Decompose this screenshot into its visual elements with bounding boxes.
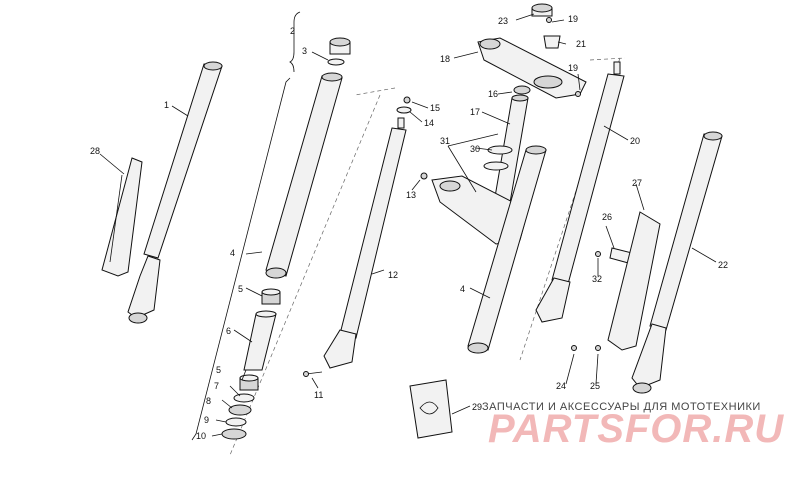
screw-19-right (575, 91, 581, 97)
fork-guard-left (101, 157, 143, 277)
bolt-13 (420, 172, 428, 180)
bolt-11 (303, 371, 323, 377)
fork-leg-right (631, 131, 723, 394)
clip-9 (225, 417, 247, 427)
leader-lines (99, 13, 717, 437)
callout-2: 2 (290, 26, 295, 36)
callout-17: 17 (470, 107, 480, 117)
washer-7 (233, 393, 255, 403)
screw-19-top (546, 17, 552, 23)
callout-9: 9 (204, 415, 209, 425)
callout-18: 18 (440, 54, 450, 64)
callout-19-right: 19 (568, 63, 578, 73)
callout-12: 12 (388, 270, 398, 280)
bushing-top (261, 288, 281, 305)
guide-dash-right2 (589, 57, 626, 61)
fork-leg-inner (323, 117, 407, 369)
callout-32: 32 (592, 274, 602, 284)
guide-dash-mid (354, 87, 396, 96)
screw-24 (571, 345, 577, 351)
watermark-logo: PARTSFOR.RU (488, 407, 784, 451)
callout-3: 3 (302, 46, 307, 56)
callout-23: 23 (498, 16, 508, 26)
callout-14: 14 (424, 118, 434, 128)
nut-16 (513, 85, 531, 95)
callout-16: 16 (488, 89, 498, 99)
callout-4-right: 4 (460, 284, 465, 294)
callout-7: 7 (214, 381, 219, 391)
fork-cap (329, 37, 351, 55)
sticker-29 (409, 379, 453, 439)
callout-25: 25 (590, 381, 600, 391)
fork-tube-left (265, 72, 343, 279)
callout-20: 20 (630, 136, 640, 146)
watermark: ЗАПЧАСТИ И АКСЕССУАРЫ ДЛЯ МОТОТЕХНИКИ PA… (482, 401, 784, 451)
bracket-4 (191, 77, 291, 441)
screw-15 (403, 96, 411, 104)
callout-30: 30 (470, 144, 480, 154)
fork-leg-right-inner (535, 61, 625, 323)
callout-8: 8 (206, 396, 211, 406)
clamp-21 (543, 35, 561, 49)
callout-24: 24 (556, 381, 566, 391)
callout-5-top: 5 (238, 284, 243, 294)
callout-11: 11 (314, 390, 323, 400)
fork-tube-right (467, 145, 547, 354)
fork-guard-right (607, 211, 661, 351)
callout-labels: 1 2 3 4 5 6 5 7 8 9 10 11 12 13 14 15 16… (90, 14, 728, 441)
screw-25 (595, 345, 601, 351)
o-ring-3 (327, 58, 345, 66)
callout-21: 21 (576, 39, 586, 49)
spacer-tube (243, 310, 277, 371)
callout-15: 15 (430, 103, 440, 113)
callout-19-top: 19 (568, 14, 578, 24)
callout-5-bottom: 5 (216, 365, 221, 375)
callout-27: 27 (632, 178, 642, 188)
seal-8 (228, 404, 252, 416)
screw-32 (595, 251, 601, 257)
fork-leg-left (127, 61, 223, 324)
callout-29: 29 (472, 402, 482, 412)
dust-seal-10 (221, 428, 247, 440)
watermark-subtitle: ЗАПЧАСТИ И АКСЕССУАРЫ ДЛЯ МОТОТЕХНИКИ (482, 401, 761, 413)
callout-28: 28 (90, 146, 100, 156)
cap-23 (531, 3, 553, 17)
callout-22: 22 (718, 260, 728, 270)
guide-dash-left (229, 94, 381, 456)
bracket-2 (289, 11, 301, 73)
callout-1: 1 (164, 100, 169, 110)
callout-10: 10 (196, 431, 206, 441)
callout-6: 6 (226, 326, 231, 336)
callout-31: 31 (440, 136, 450, 146)
washer-14 (396, 106, 412, 114)
callout-13: 13 (406, 190, 416, 200)
steering-stem (483, 94, 529, 227)
callout-4-left: 4 (230, 248, 235, 258)
callout-26: 26 (602, 212, 612, 222)
bushing-bottom (239, 374, 259, 391)
